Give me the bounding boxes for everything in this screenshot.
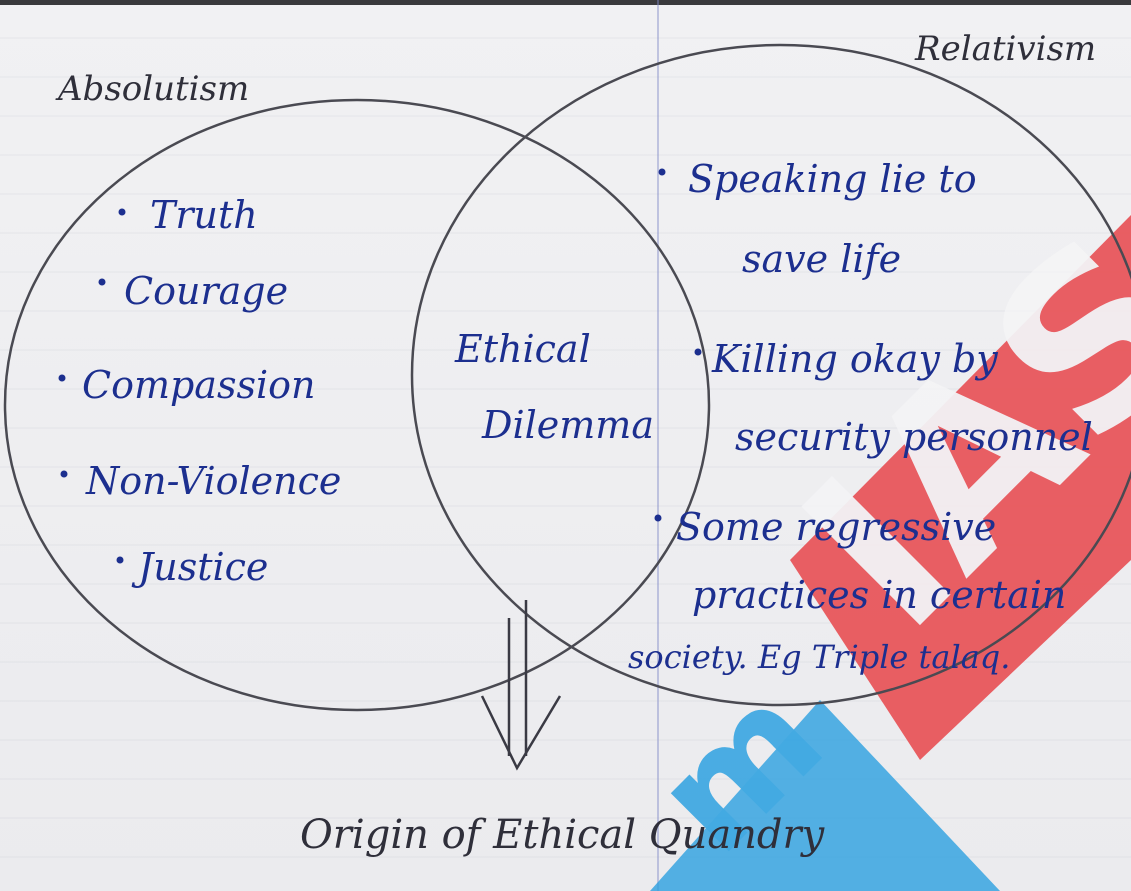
bullet [98, 278, 106, 286]
relativism-circle [410, 43, 1131, 707]
relativism-title: Relativism [914, 29, 1096, 69]
bullet [694, 348, 702, 356]
ethical-dilemma-overlap: Ethical Dilemma [454, 327, 654, 447]
double-down-arrow-icon [480, 600, 562, 771]
list-item: Courage [124, 269, 288, 313]
list-item: Non-Violence [85, 459, 341, 503]
list-item: Justice [131, 545, 268, 589]
list-item: Truth [150, 193, 258, 237]
list-item-line: practices in certain [692, 573, 1066, 617]
watermark-blue-band [650, 700, 1000, 891]
relativism-list: Speaking lie to save life Killing okay b… [628, 157, 1093, 676]
absolutism-circle [3, 98, 711, 712]
notebook-margin-line [657, 0, 659, 891]
bullet [658, 168, 666, 176]
watermark-red-band [790, 215, 1131, 760]
top-edge-band [0, 0, 1131, 5]
list-item-line: Speaking lie to [688, 157, 977, 201]
absolutism-title: Absolutism [55, 69, 249, 109]
bullet [116, 556, 124, 564]
list-item-line: society. Eg Triple talaq. [628, 638, 1010, 676]
list-item-line: Killing okay by [711, 337, 998, 381]
bullet [60, 470, 68, 478]
result-caption: Origin of Ethical Quandry [300, 812, 826, 858]
bullet [654, 514, 662, 522]
overlap-line-2: Dilemma [481, 403, 654, 447]
overlap-line-1: Ethical [454, 327, 591, 371]
bullet [58, 374, 66, 382]
list-item: Compassion [82, 363, 315, 407]
list-item-line: Some regressive [676, 505, 996, 549]
list-item-line: security personnel [735, 415, 1093, 459]
bullet [118, 208, 126, 216]
absolutism-list: Truth Courage Compassion Non-Violence Ju… [58, 193, 341, 589]
list-item-line: save life [742, 237, 901, 281]
